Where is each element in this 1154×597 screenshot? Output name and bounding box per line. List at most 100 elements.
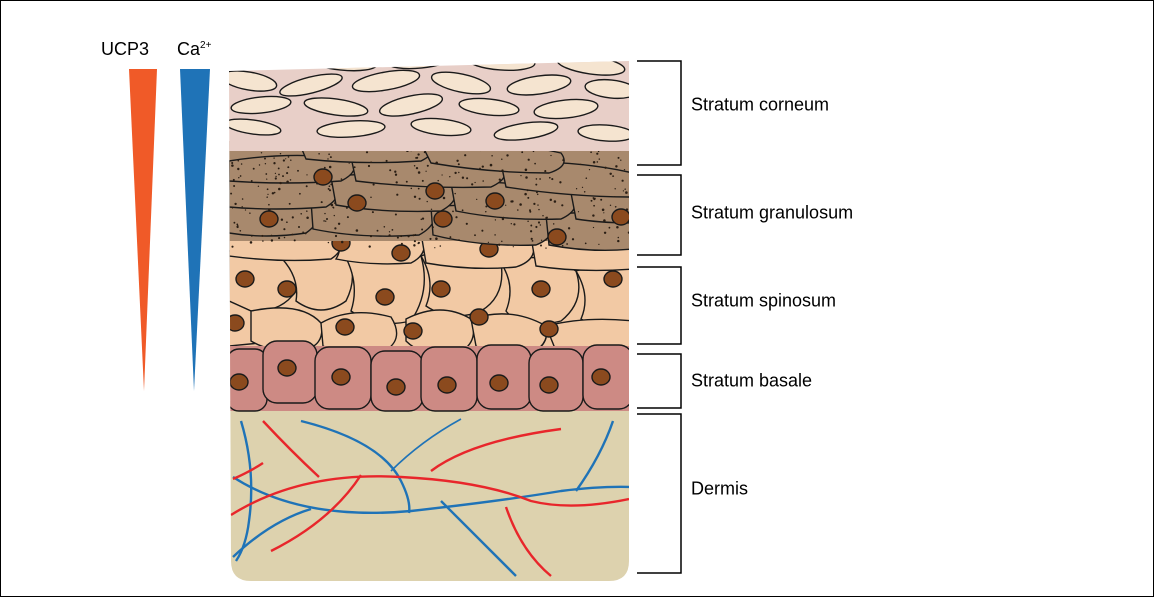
- granule-dot: [236, 226, 238, 228]
- granule-dot: [300, 213, 302, 215]
- label-stratum-corneum: Stratum corneum: [691, 95, 829, 116]
- granule-dot: [396, 181, 398, 183]
- granule-dot: [625, 191, 628, 194]
- granule-dot: [609, 227, 611, 229]
- granule-dot: [591, 200, 593, 202]
- granule-dot: [593, 205, 595, 207]
- granule-dot: [598, 244, 599, 245]
- nucleus: [592, 369, 610, 385]
- granule-dot: [366, 151, 368, 153]
- ucp3-label: UCP3: [101, 39, 149, 60]
- granule-dot: [275, 177, 277, 179]
- granule-dot: [271, 239, 273, 241]
- granule-dot: [549, 177, 551, 179]
- granule-dot: [617, 240, 619, 242]
- granule-dot: [266, 178, 267, 179]
- granule-dot: [554, 200, 557, 203]
- nucleus: [376, 289, 394, 305]
- granule-dot: [306, 216, 309, 219]
- label-stratum-granulosum: Stratum granulosum: [691, 203, 853, 224]
- granule-dot: [454, 172, 456, 174]
- granule-dot: [540, 244, 542, 246]
- granule-dot: [572, 238, 574, 240]
- nucleus: [278, 360, 296, 376]
- granule-dot: [286, 221, 288, 223]
- granule-dot: [267, 188, 269, 190]
- granule-dot: [545, 247, 546, 248]
- granule-dot: [414, 240, 416, 242]
- bracket-spinosum: [637, 267, 681, 344]
- granule-dot: [604, 232, 606, 234]
- granule-dot: [454, 193, 455, 194]
- granule-dot: [292, 216, 294, 218]
- granule-dot: [305, 232, 307, 234]
- granule-dot: [474, 182, 475, 183]
- granule-dot: [520, 175, 521, 176]
- granule-dot: [262, 240, 264, 242]
- granule-dot: [424, 151, 426, 153]
- bracket-basale: [637, 354, 681, 408]
- granule-dot: [590, 151, 592, 153]
- granule-dot: [425, 171, 426, 172]
- granule-dot: [610, 205, 611, 206]
- granule-dot: [273, 162, 275, 164]
- granule-dot: [331, 204, 334, 207]
- granule-dot: [306, 185, 308, 187]
- granule-dot: [400, 235, 402, 237]
- granule-dot: [562, 245, 564, 247]
- granule-dot: [532, 240, 534, 242]
- granule-dot: [334, 202, 336, 204]
- granule-dot: [281, 219, 283, 221]
- granule-dot: [593, 161, 596, 164]
- granule-dot: [356, 229, 359, 232]
- granule-dot: [540, 224, 541, 225]
- granule-dot: [278, 188, 281, 191]
- granule-dot: [566, 243, 568, 245]
- granule-dot: [261, 152, 262, 153]
- granule-dot: [452, 211, 454, 213]
- granule-dot: [265, 163, 266, 164]
- granule-dot: [370, 235, 372, 237]
- nucleus: [226, 315, 244, 331]
- granule-dot: [283, 159, 285, 161]
- granule-dot: [624, 169, 625, 170]
- granule-dot: [435, 161, 438, 164]
- granule-dot: [264, 158, 266, 160]
- granule-dot: [603, 219, 606, 222]
- calcium-label-base: Ca: [177, 39, 200, 59]
- granule-dot: [413, 244, 415, 246]
- granule-dot: [615, 165, 617, 167]
- granule-dot: [622, 180, 624, 182]
- dermis-layer: [221, 401, 641, 591]
- granule-dot: [335, 235, 337, 237]
- granule-dot: [238, 177, 239, 178]
- granule-dot: [422, 217, 424, 219]
- granule-dot: [479, 168, 481, 170]
- granule-dot: [466, 177, 468, 179]
- granule-dot: [401, 243, 403, 245]
- granule-dot: [443, 197, 446, 200]
- granule-dot: [250, 241, 253, 244]
- granule-dot: [334, 215, 335, 216]
- granule-dot: [609, 173, 611, 175]
- granule-dot: [542, 215, 543, 216]
- granule-dot: [535, 184, 537, 186]
- granule-dot: [326, 218, 328, 220]
- granule-dot: [497, 216, 498, 217]
- granule-dot: [550, 155, 551, 156]
- squame: [233, 46, 299, 73]
- granule-dot: [261, 235, 263, 237]
- granule-dot: [431, 209, 432, 210]
- granule-dot: [536, 178, 538, 180]
- calcium-label-superscript: 2+: [200, 40, 211, 51]
- granule-dot: [541, 240, 542, 241]
- granule-dot: [418, 171, 421, 174]
- granule-dot: [485, 211, 486, 212]
- granule-dot: [329, 166, 332, 169]
- granule-dot: [511, 223, 512, 224]
- granule-dot: [290, 159, 291, 160]
- granule-dot: [395, 174, 397, 176]
- granule-dot: [275, 173, 276, 174]
- nucleus: [278, 281, 296, 297]
